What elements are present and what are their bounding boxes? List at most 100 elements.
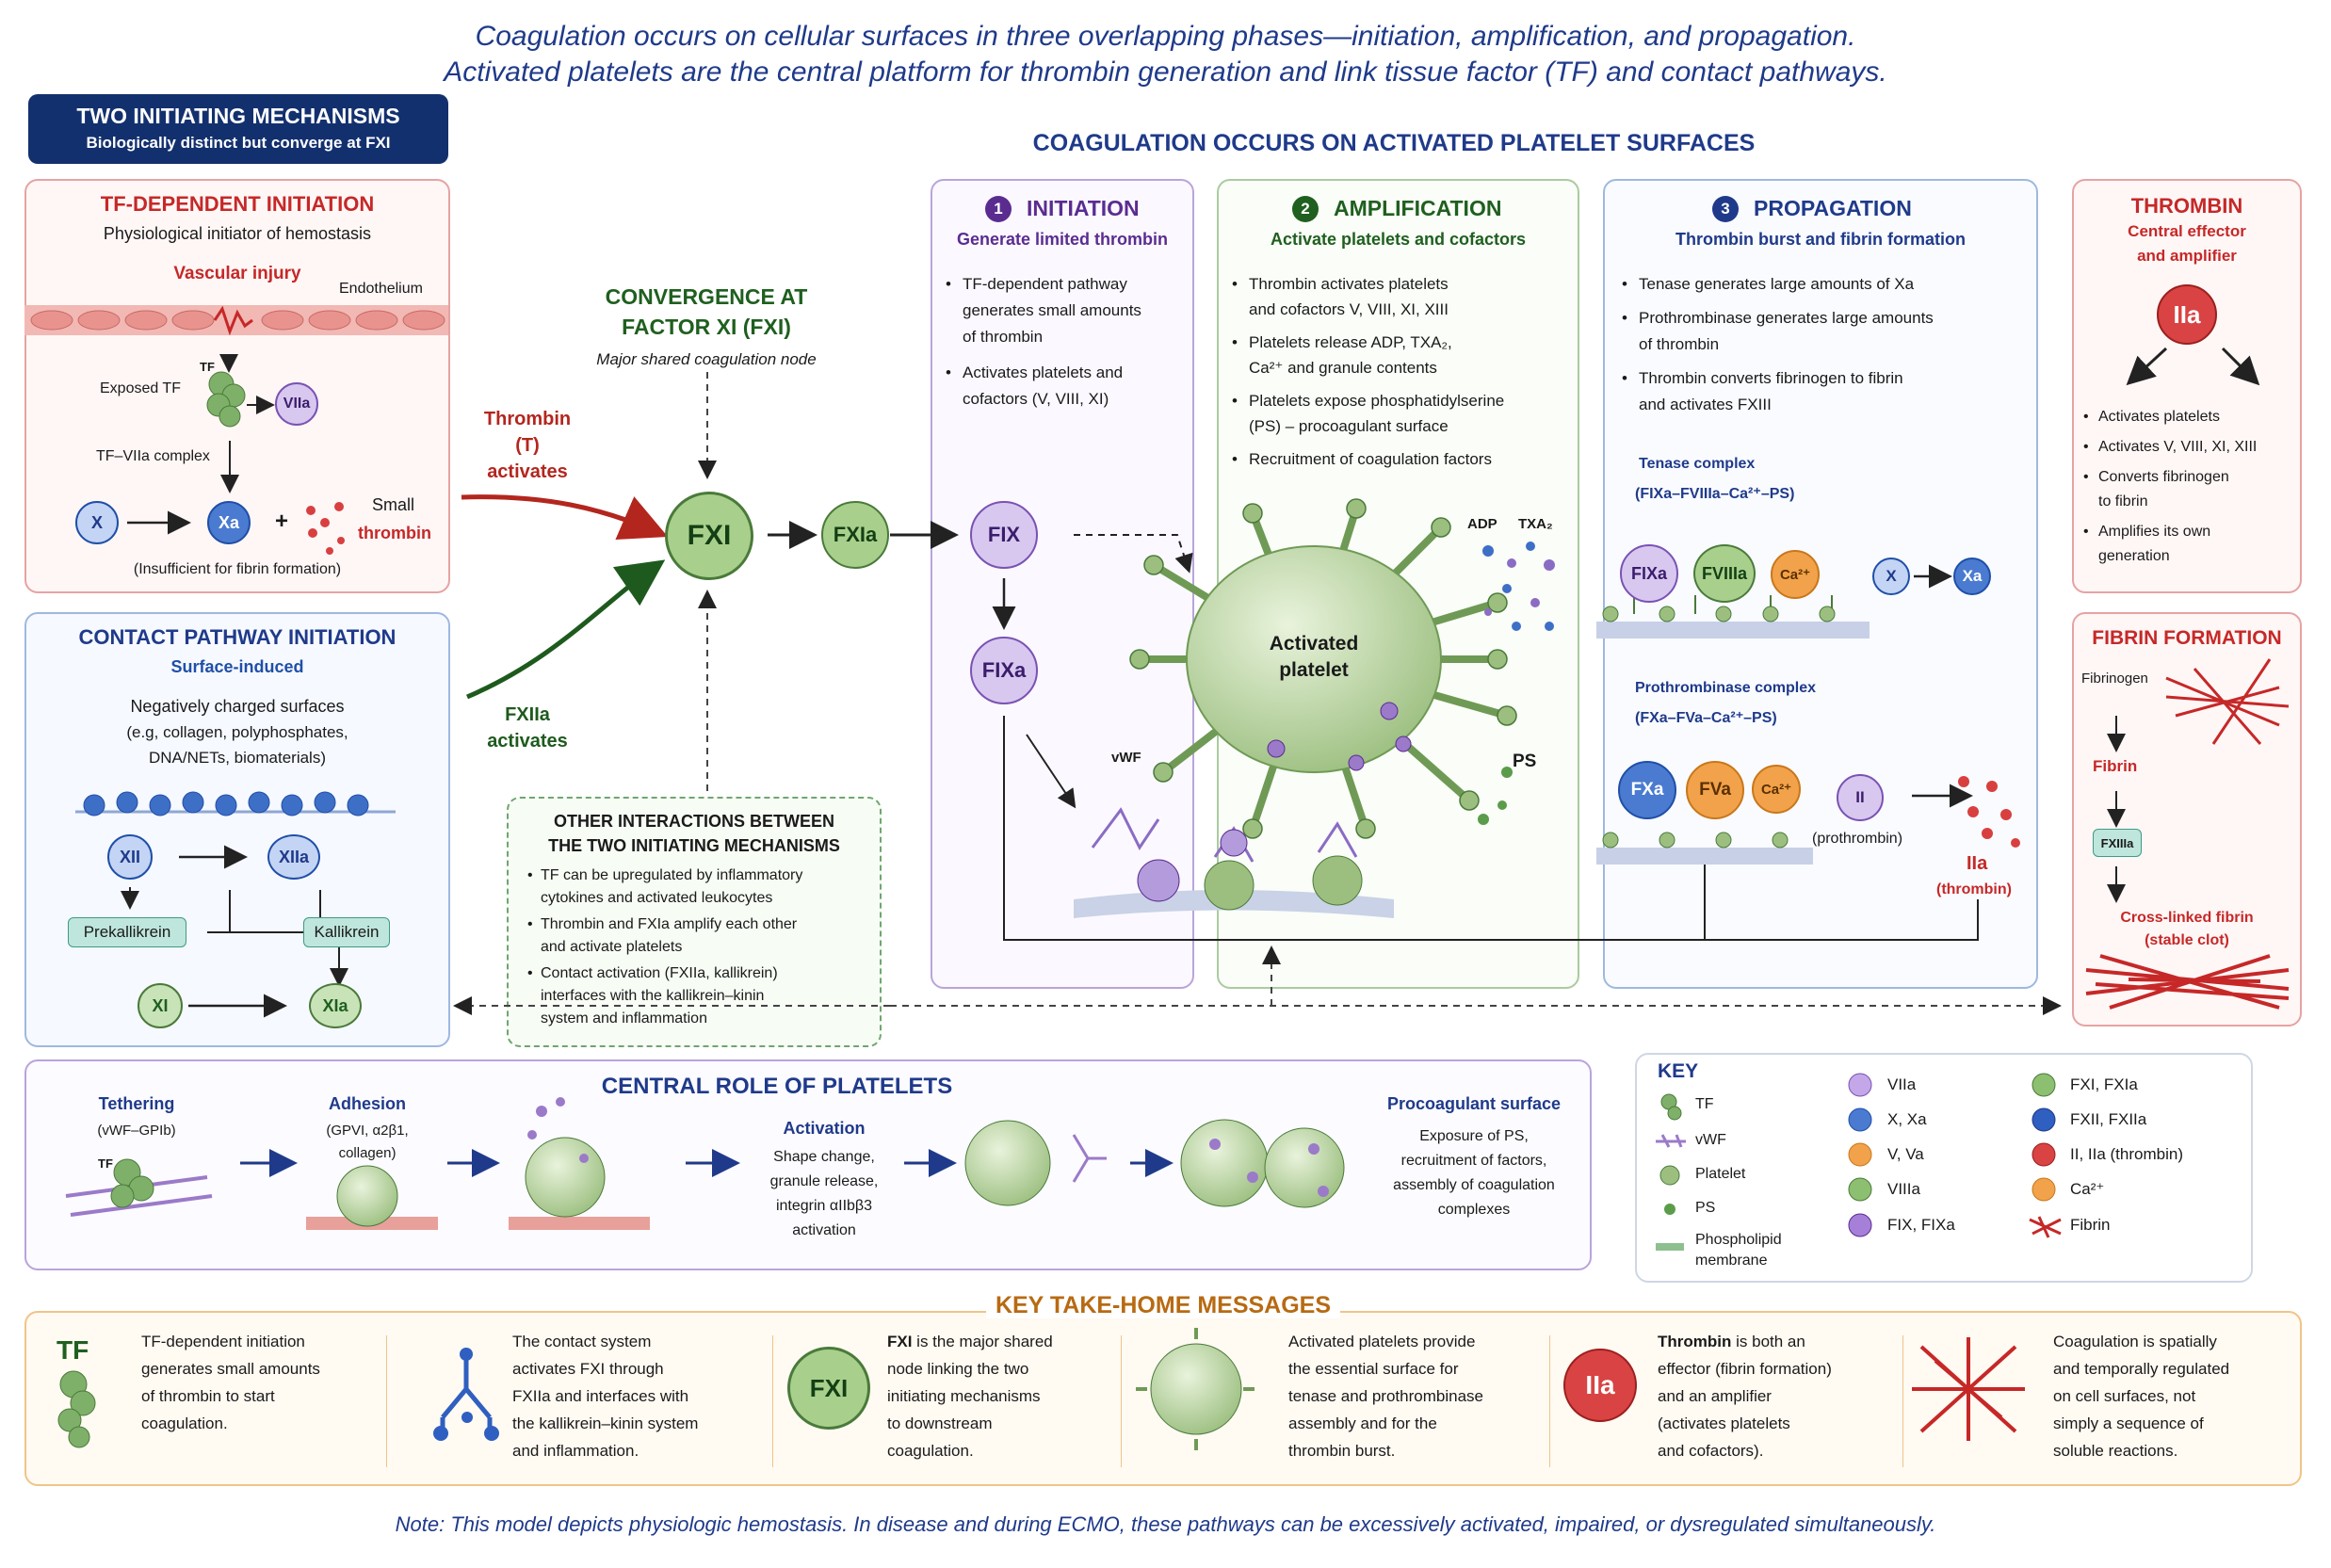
activation-label: Activation [783, 1119, 866, 1138]
fxi-node: FXI [665, 492, 753, 580]
tenase-fviiia: FVIIIa [1693, 544, 1756, 603]
amp-item-1a: Thrombin activates platelets [1249, 275, 1449, 293]
thrombin-iia-label: IIa [1967, 853, 1988, 874]
key-fix-fixa: FIX, FIXa [1887, 1216, 1955, 1234]
m6-line-1: Coagulation is spatially [2053, 1333, 2217, 1350]
takehome-divider-3 [1121, 1335, 1122, 1467]
amp-item-4a: Recruitment of coagulation factors [1249, 450, 1492, 468]
amp-item-3a: Platelets expose phosphatidylserine [1249, 392, 1505, 410]
propagation-title: PROPAGATION [1754, 196, 1912, 220]
insufficient-note: (Insufficient for fibrin formation) [133, 561, 342, 577]
amp-item-3b: (PS) – procoagulant surface [1249, 417, 1449, 435]
propagation-list: •Tenase generates large amounts of Xa •P… [1622, 275, 1934, 413]
takehome-divider-2 [772, 1335, 773, 1467]
activation-sub-2: granule release, [769, 1173, 879, 1189]
other-item-2b: and activate platelets [541, 939, 683, 955]
prop-item-1a: Tenase generates large amounts of Xa [1639, 275, 1915, 293]
surfaces-desc-1: Negatively charged surfaces [130, 697, 345, 716]
fxia-node: FXIa [821, 501, 889, 569]
m2-line-2: activates FXI through [512, 1360, 664, 1378]
xia-circle: XIa [309, 983, 362, 1028]
key-vwf: vWF [1695, 1132, 1726, 1148]
tenase-formula: (FIXa–FVIIIa–Ca²⁺–PS) [1635, 486, 1795, 502]
adhesion-sub-2: collagen) [338, 1145, 397, 1161]
initiation-item-2a: Activates platelets and [963, 364, 1124, 381]
header-line-1: Coagulation occurs on cellular surfaces … [475, 21, 1856, 52]
key-ps: PS [1695, 1200, 1716, 1216]
thrombin-panel-sub-2: and amplifier [2137, 247, 2237, 265]
other-box-title-2: THE TWO INITIATING MECHANISMS [548, 836, 840, 855]
m1-line-3: of thrombin to start [141, 1387, 275, 1405]
plus-sign: + [275, 509, 289, 534]
other-item-1b: cytokines and activated leukocytes [541, 890, 773, 906]
initiating-mechanisms-badge: TWO INITIATING MECHANISMS Biologically d… [28, 94, 448, 164]
platelet-sequence [65, 1097, 1345, 1230]
small-thrombin-dots [306, 502, 345, 555]
tenase-membrane [1596, 595, 1870, 639]
m1-line-4: coagulation. [141, 1414, 228, 1432]
fixa-node: FIXa [970, 637, 1038, 704]
fibrin-panel-title: FIBRIN FORMATION [2092, 627, 2282, 649]
fibrinogen-icon [2165, 658, 2290, 745]
activation-sub: Shape change, granule release, integrin … [735, 1145, 914, 1243]
key-fxi-fxia: FXI, FXIa [2070, 1075, 2138, 1093]
m3-line-3: initiating mechanisms [887, 1387, 1041, 1405]
convergence-title-2: FACTOR XI (FXI) [622, 315, 791, 339]
prothrombinase-fxa: FXa [1618, 761, 1676, 819]
m4-line-2: the essential surface for [1288, 1360, 1459, 1378]
initiation-item-1b: generates small amounts [963, 301, 1141, 319]
fxiiia-tag: FXIIIa [2093, 829, 2142, 857]
contact-panel [24, 612, 450, 1047]
surfaces-title: COAGULATION OCCURS ON ACTIVATED PLATELET… [1032, 130, 1756, 156]
propagation-number: 3 [1712, 196, 1739, 222]
amp-item-2b: Ca²⁺ and granule contents [1249, 359, 1437, 377]
other-item-3a: Contact activation (FXIIa, kallikrein) [541, 965, 778, 981]
platelets-row-title: CENTRAL ROLE OF PLATELETS [601, 1074, 953, 1099]
amplification-subtitle: Activate platelets and cofactors [1270, 230, 1527, 249]
takehome-icons [57, 1328, 2025, 1450]
other-item-1a: TF can be upregulated by inflammatory [541, 867, 803, 883]
amp-item-1b: and cofactors V, VIII, XI, XIII [1249, 300, 1449, 318]
key-ii-iia: II, IIa (thrombin) [2070, 1145, 2183, 1163]
m5-line-2: effector (fibrin formation) [1658, 1360, 1832, 1378]
m3-bold: FXI [887, 1333, 913, 1350]
key-panel [1635, 1053, 2253, 1283]
thr-item-4b: generation [2098, 548, 2170, 564]
thr-item-1a: Activates platelets [2098, 409, 2220, 425]
thrombin-activates-3: activates [487, 461, 568, 482]
tf-panel-subtitle: Physiological initiator of hemostasis [103, 224, 372, 243]
m5-line-5: and cofactors). [1658, 1442, 1764, 1460]
prothrombinase-membrane [1596, 832, 1813, 865]
m6-line-5: soluble reactions. [2053, 1442, 2178, 1460]
surfaces-desc-3: DNA/NETs, biomaterials) [149, 749, 326, 767]
tethering-sub: (vWF–GPIb) [97, 1123, 176, 1139]
header-line-2: Activated platelets are the central plat… [444, 57, 1887, 88]
tenase-title: Tenase complex [1639, 456, 1756, 472]
activated-platelet-label-2: platelet [1279, 659, 1349, 681]
thr-item-3b: to fibrin [2098, 493, 2148, 509]
txa2-label: TXA₂ [1518, 516, 1553, 532]
prop-item-3a: Thrombin converts fibrinogen to fibrin [1639, 369, 1903, 387]
thrombin-iia-sub: (thrombin) [1936, 881, 2012, 897]
adp-txa2-granules [1482, 542, 1555, 631]
exposed-tf-label: Exposed TF [100, 380, 181, 396]
adhesion-label: Adhesion [328, 1094, 406, 1113]
m4-line-3: tenase and prothrombinase [1288, 1387, 1483, 1405]
amplification-title: AMPLIFICATION [1334, 196, 1502, 220]
fibrin-label: Fibrin [2093, 757, 2138, 775]
vessel-wall-platelets [1074, 807, 1394, 918]
tenase-x: X [1872, 558, 1910, 595]
xiia-circle: XIIa [267, 834, 320, 880]
ps-label: PS [1513, 752, 1537, 771]
xa-circle: Xa [207, 501, 251, 544]
thrombin-iia-circle: IIa [2157, 284, 2217, 345]
negative-surface [75, 791, 396, 816]
m6-line-3: on cell surfaces, not [2053, 1387, 2196, 1405]
prothrombinase-fva: FVa [1686, 761, 1744, 819]
amplification-number: 2 [1292, 196, 1319, 222]
m5-line-4: (activates platelets [1658, 1414, 1790, 1432]
initiation-subtitle: Generate limited thrombin [956, 230, 1169, 249]
